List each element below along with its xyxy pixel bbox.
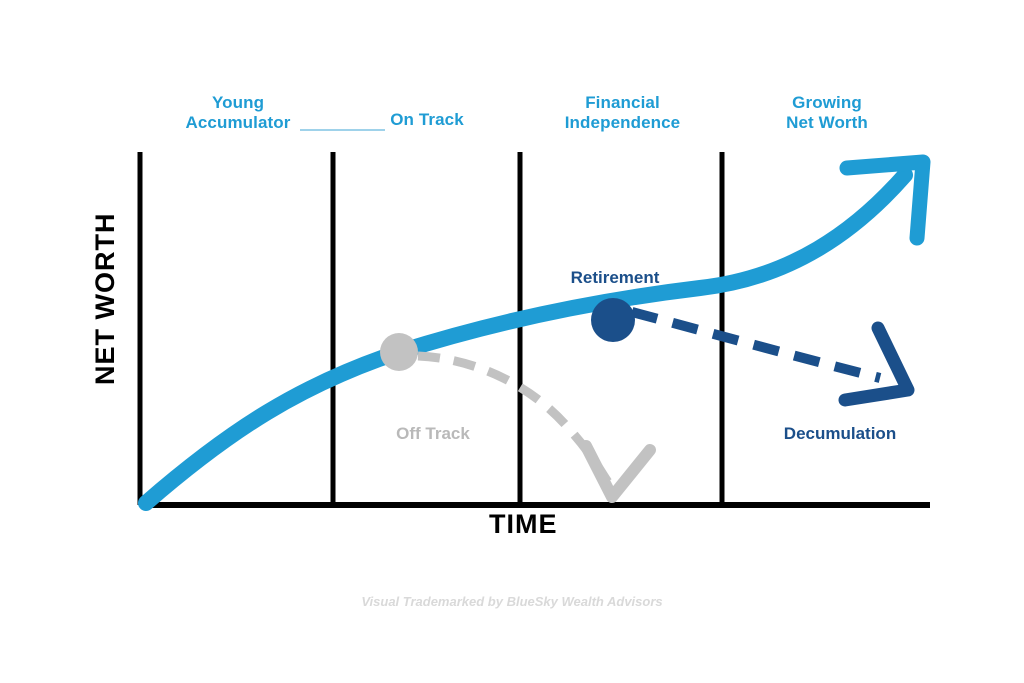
stage-label-young-accumulator: Young Accumulator bbox=[185, 93, 291, 133]
footer-attribution: Visual Trademarked by BlueSky Wealth Adv… bbox=[361, 594, 663, 609]
stage-label-financial-independence: Financial Independence bbox=[564, 93, 681, 133]
retirement-label: Retirement bbox=[570, 268, 660, 287]
retirement-node[interactable] bbox=[591, 298, 635, 342]
decumulation-label: Decumulation bbox=[783, 424, 897, 443]
accumulation-arrowhead bbox=[839, 154, 931, 246]
off-track-node[interactable] bbox=[380, 333, 418, 371]
off-track-label: Off Track bbox=[396, 424, 470, 443]
stage-label-growing-net-worth: Growing Net Worth bbox=[786, 93, 868, 133]
decumulation-dashed-path bbox=[630, 307, 882, 383]
decumulation-arrowhead bbox=[838, 321, 915, 407]
accumulation-curve bbox=[138, 167, 913, 511]
stage-label-on-track: On Track bbox=[390, 110, 464, 129]
y-axis-title: NET WORTH bbox=[90, 212, 120, 385]
off-track-dashed-path bbox=[417, 351, 612, 485]
off-track-arrowhead bbox=[580, 440, 656, 503]
x-axis-title: TIME bbox=[489, 509, 558, 539]
